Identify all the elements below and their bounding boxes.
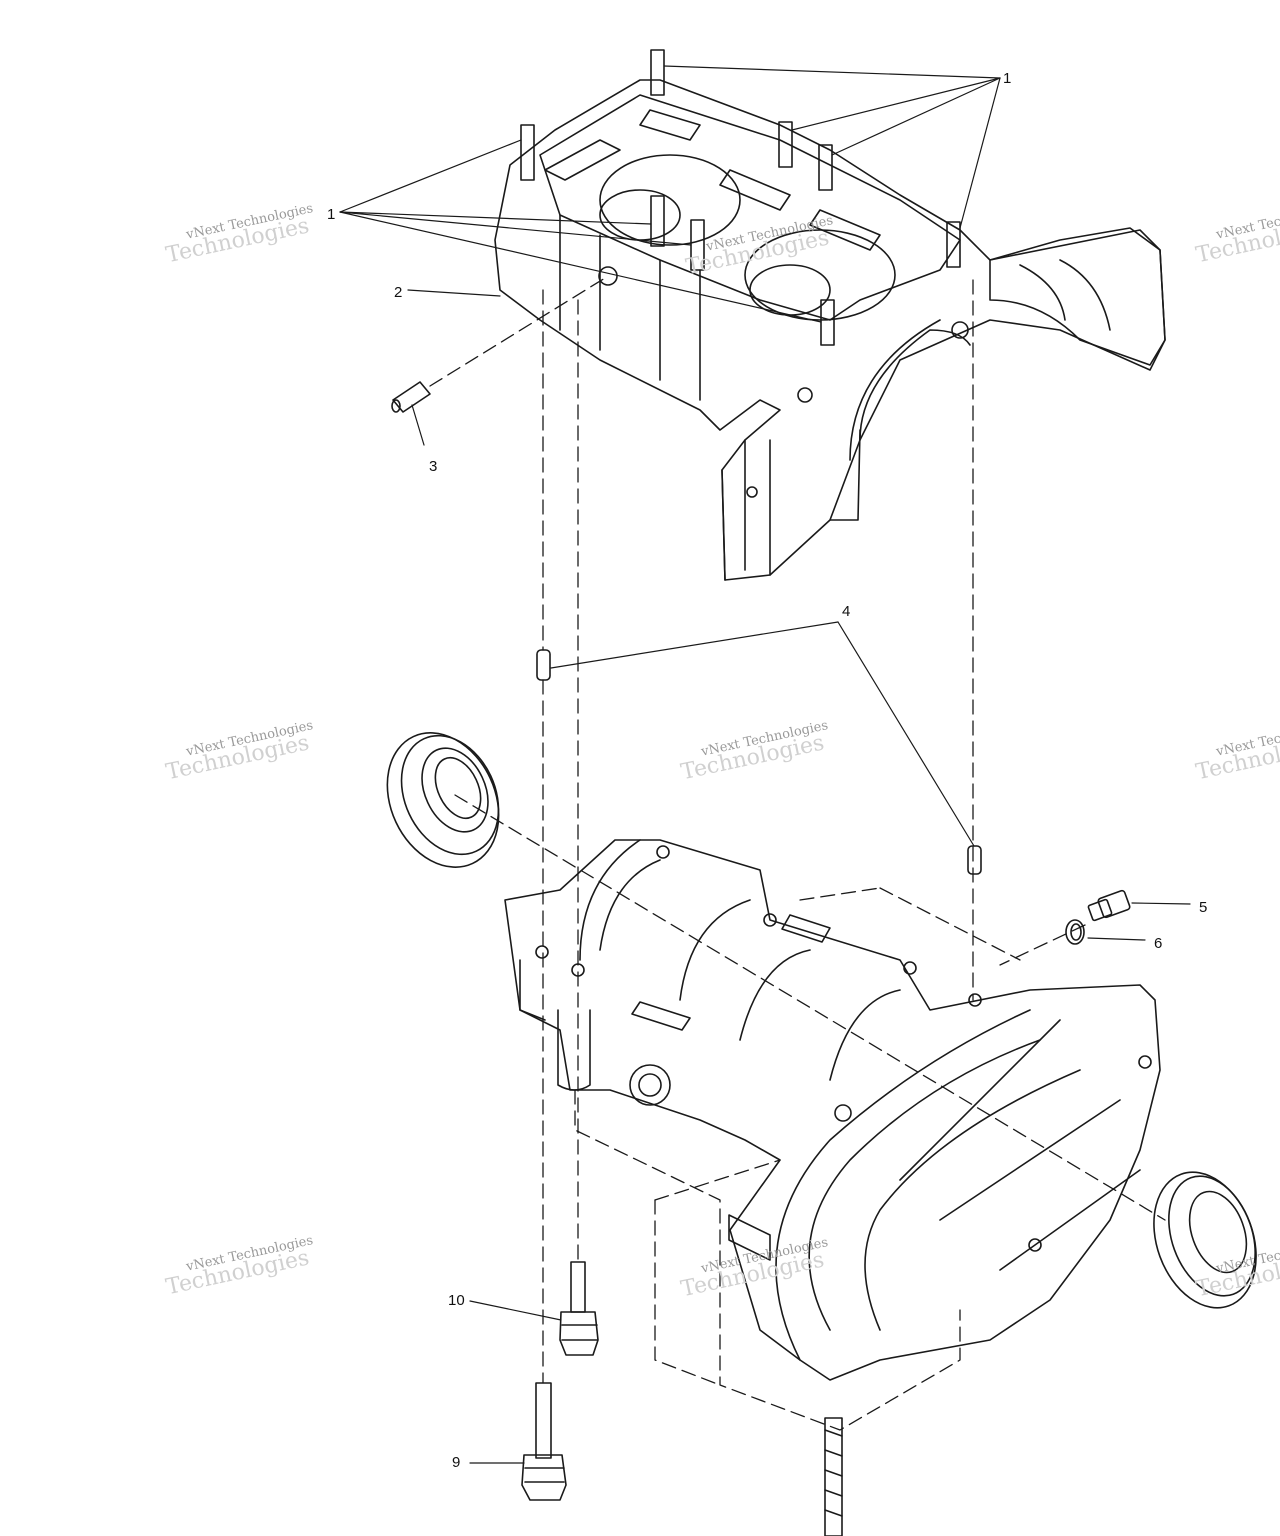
alignment-lines	[429, 277, 1166, 1431]
callout-5: 5	[1199, 899, 1208, 916]
bolt-10	[559, 1261, 599, 1356]
oil-seal-left	[386, 732, 500, 868]
bolt-9	[521, 1382, 567, 1501]
leader-lines	[339, 65, 1191, 1464]
washer	[1065, 919, 1085, 945]
callout-1-top: 1	[1003, 70, 1012, 87]
oil-seal-right	[1153, 1171, 1257, 1309]
callout-2: 2	[394, 284, 403, 301]
sleeve-part	[391, 381, 431, 413]
callout-6: 6	[1154, 935, 1163, 952]
dowel-pins	[536, 649, 982, 875]
callout-1-left: 1	[327, 206, 336, 223]
callout-4: 4	[842, 603, 851, 620]
callout-10: 10	[448, 1292, 465, 1309]
upper-crankcase	[494, 79, 1166, 581]
drain-plug	[1087, 889, 1131, 922]
lower-crankcase	[504, 839, 1161, 1381]
callout-3: 3	[429, 458, 438, 475]
long-stud	[824, 1417, 843, 1536]
callout-9: 9	[452, 1454, 461, 1471]
